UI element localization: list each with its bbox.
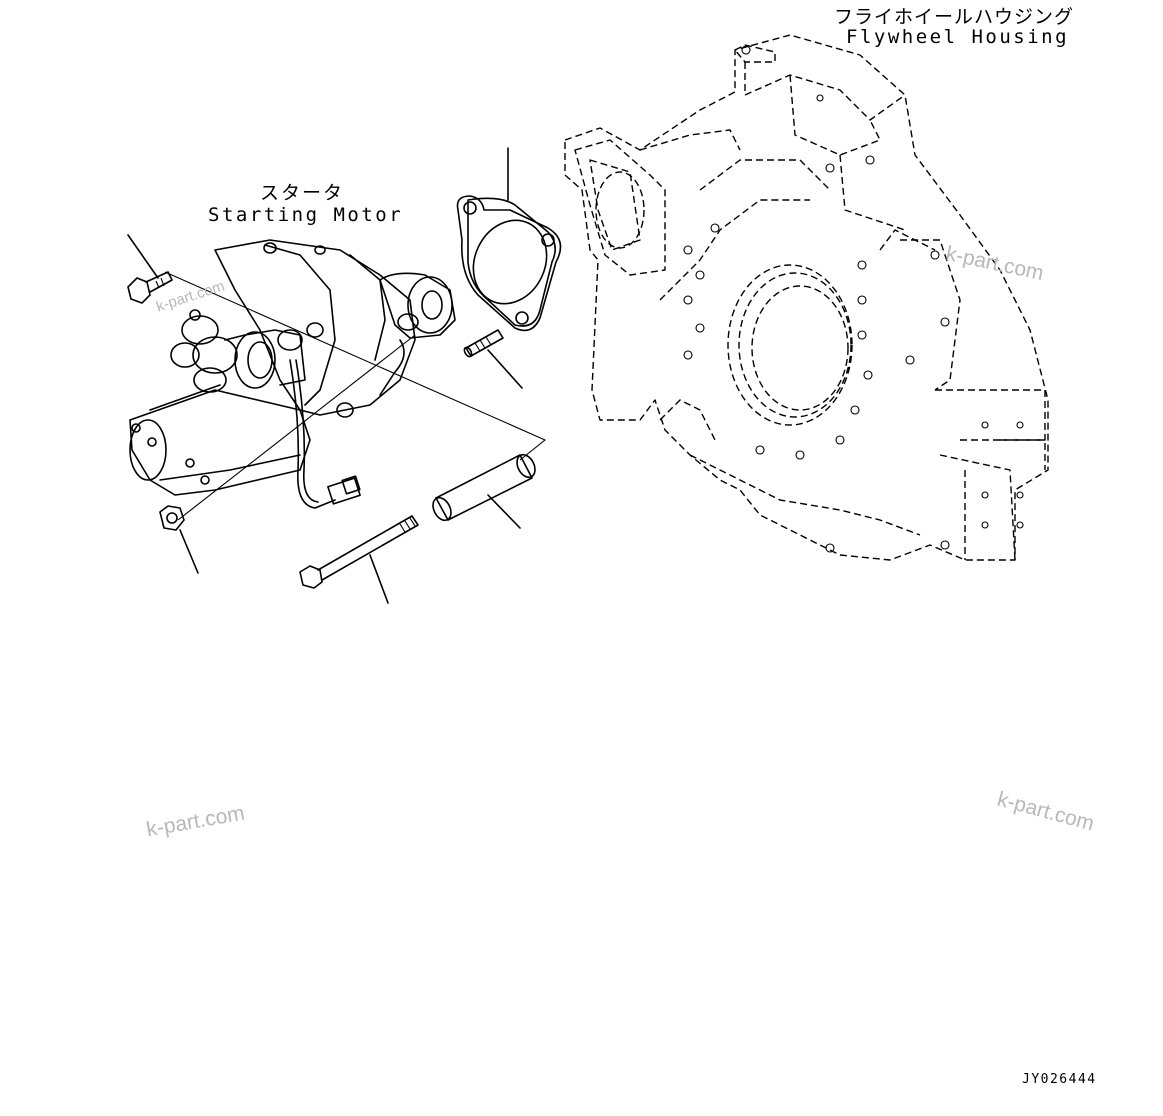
flywheel-housing bbox=[564, 34, 1049, 561]
nut-leader-line bbox=[179, 529, 199, 574]
flywheel-housing-label-jp: フライホイールハウジング bbox=[834, 6, 1075, 28]
assembly-line-upper bbox=[164, 271, 547, 461]
stud bbox=[463, 329, 504, 358]
long-bolt-leader-line bbox=[369, 554, 389, 604]
stud-leader-line bbox=[487, 349, 523, 389]
spacer-sleeve bbox=[432, 453, 536, 522]
starting-motor bbox=[129, 239, 456, 509]
drawing-code: JY026444 bbox=[1022, 1072, 1097, 1087]
long-bolt bbox=[299, 515, 419, 589]
starting-motor-label-jp: スタータ bbox=[260, 182, 345, 204]
spacer-leader-line bbox=[487, 494, 521, 529]
hex-nut bbox=[159, 505, 185, 531]
bolt-leader-line bbox=[127, 234, 159, 279]
starting-motor-label-en: Starting Motor bbox=[208, 204, 404, 226]
gasket bbox=[456, 195, 562, 332]
flywheel-housing-label-en: Flywheel Housing bbox=[846, 26, 1070, 48]
assembly-line-lower bbox=[177, 334, 416, 521]
